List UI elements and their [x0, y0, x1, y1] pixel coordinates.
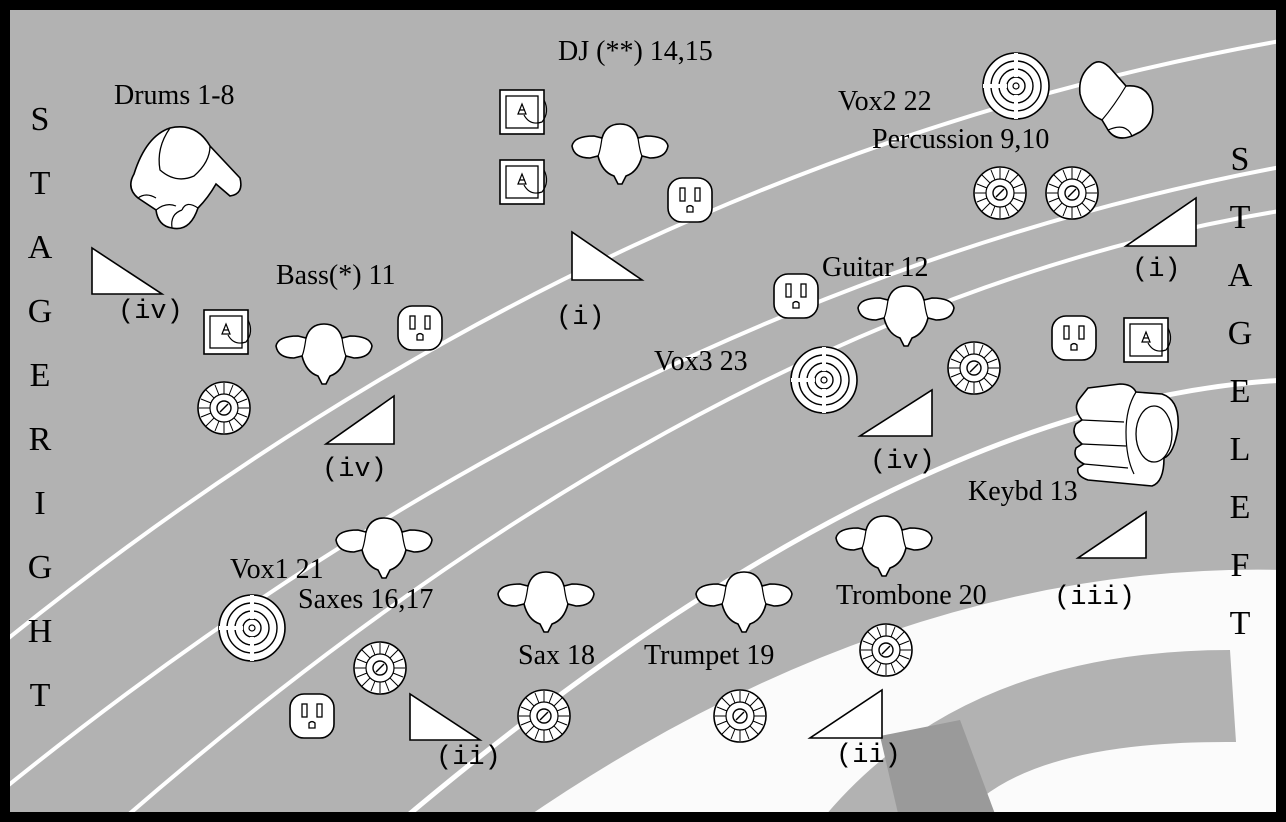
side-letter: I [34, 485, 45, 522]
logo-band [520, 569, 1286, 822]
amp-icon [353, 641, 407, 695]
monitor-wedge-icon [1075, 510, 1147, 559]
side-letter: T [1230, 605, 1251, 642]
side-letter: F [1231, 547, 1250, 584]
power-outlet-icon [397, 305, 443, 351]
monitor-label-keybd: (iii) [1054, 583, 1135, 613]
side-letter: A [28, 229, 53, 266]
guitar-label: Guitar 12 [822, 252, 929, 283]
power-outlet-icon [773, 273, 819, 319]
di-box-icon [203, 309, 252, 355]
keyboard-player-icon [1073, 383, 1179, 487]
amp-icon [1045, 166, 1099, 220]
side-letter: E [30, 357, 51, 394]
side-letter: E [1230, 489, 1251, 526]
amp-icon [973, 166, 1027, 220]
side-letter: T [30, 165, 51, 202]
amp-icon [517, 689, 571, 743]
monitor-wedge-icon [571, 230, 645, 281]
side-letter: S [31, 101, 50, 138]
percussion-label: Percussion 9,10 [872, 124, 1049, 155]
monitor-wedge-icon [807, 688, 883, 739]
side-letter: H [28, 613, 53, 650]
amp-icon [859, 623, 913, 677]
di-box-icon [499, 89, 548, 135]
side-letter: L [1230, 431, 1251, 468]
monitor-wedge-icon [323, 394, 395, 445]
amp-icon [947, 341, 1001, 395]
monitor-label-bass: (iv) [322, 455, 387, 485]
monitor-wedge-icon [1123, 196, 1197, 247]
vox3-label: Vox3 23 [654, 346, 748, 377]
di-box-icon [1123, 317, 1172, 363]
stage-arc-3 [118, 208, 1286, 822]
logo-shadow [880, 720, 998, 822]
monitor-label-dj: (i) [556, 303, 605, 333]
vocal-speaker-icon [981, 51, 1051, 121]
monitor-label-percussion: (i) [1132, 255, 1181, 285]
monitor-wedge-icon [409, 692, 483, 741]
monitor-label-guitar: (iv) [870, 447, 935, 477]
monitor-wedge-icon [91, 246, 165, 295]
power-outlet-icon [667, 177, 713, 223]
monitor-label-trombone: (ii) [836, 741, 901, 771]
side-letter: G [1228, 315, 1253, 352]
monitor-label-saxes: (ii) [436, 743, 501, 773]
bass-label: Bass(*) 11 [276, 260, 396, 291]
side-letter: R [29, 421, 52, 458]
side-letter: T [1230, 199, 1251, 236]
side-letter: A [1228, 257, 1253, 294]
vox2-label: Vox2 22 [838, 86, 932, 117]
monitor-wedge-icon [857, 388, 933, 437]
dj-label: DJ (**) 14,15 [558, 36, 713, 67]
keybd-label: Keybd 13 [968, 476, 1078, 507]
background-swoosh [0, 38, 1286, 822]
side-letter: G [28, 293, 53, 330]
vocal-speaker-icon [217, 593, 287, 663]
amp-icon [713, 689, 767, 743]
side-letter: T [30, 677, 51, 714]
side-letter: S [1231, 141, 1250, 178]
side-letter: E [1230, 373, 1251, 410]
amp-icon [197, 381, 251, 435]
monitor-label-drums: (iv) [118, 297, 183, 327]
sax18-label: Sax 18 [518, 640, 595, 671]
trombone-label: Trombone 20 [836, 580, 987, 611]
vox1-label: Vox1 21 [230, 554, 324, 585]
di-box-icon [499, 159, 548, 205]
side-letter: G [28, 549, 53, 586]
trumpet-label: Trumpet 19 [644, 640, 774, 671]
saxes-label: Saxes 16,17 [298, 584, 433, 615]
drums-label: Drums 1-8 [114, 80, 235, 111]
power-outlet-icon [1051, 315, 1097, 361]
vocal-speaker-icon [789, 345, 859, 415]
power-outlet-icon [289, 693, 335, 739]
